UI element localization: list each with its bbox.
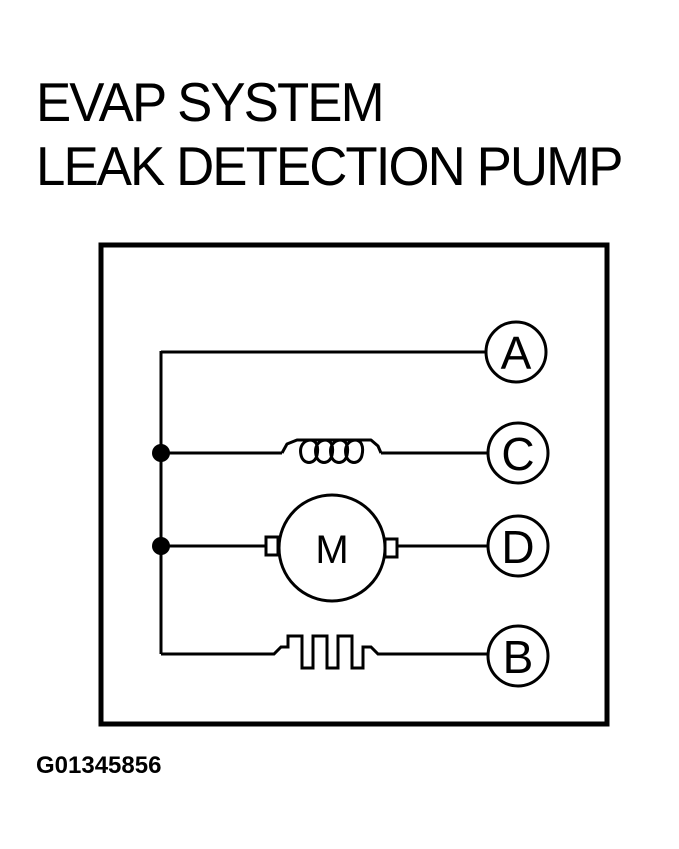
terminal-b-circle xyxy=(486,624,550,688)
terminal-d-label: D xyxy=(501,521,534,573)
wire-b-with-heater-symbol xyxy=(161,634,487,670)
terminal-a-label: A xyxy=(501,327,532,379)
terminal-c-circle xyxy=(486,421,550,485)
terminal-d-circle xyxy=(486,514,550,578)
solenoid-coil-symbol xyxy=(280,438,383,464)
motor-brush-left xyxy=(264,535,280,557)
diagram-title: EVAP SYSTEM LEAK DETECTION PUMP xyxy=(36,70,656,198)
terminal-c-label: C xyxy=(501,428,534,480)
title-line-2: LEAK DETECTION PUMP xyxy=(36,135,623,197)
junction-dot-lower xyxy=(152,537,170,555)
figure-id: G01345856 xyxy=(36,752,162,779)
title-line-1: EVAP SYSTEM xyxy=(36,71,385,133)
junction-dot-upper xyxy=(152,444,170,462)
terminal-b-label: B xyxy=(503,631,534,683)
terminal-a-circle xyxy=(484,320,548,384)
motor-brush-right xyxy=(383,537,399,559)
pump-enclosure-box xyxy=(98,242,610,727)
motor-label: M xyxy=(315,528,348,572)
